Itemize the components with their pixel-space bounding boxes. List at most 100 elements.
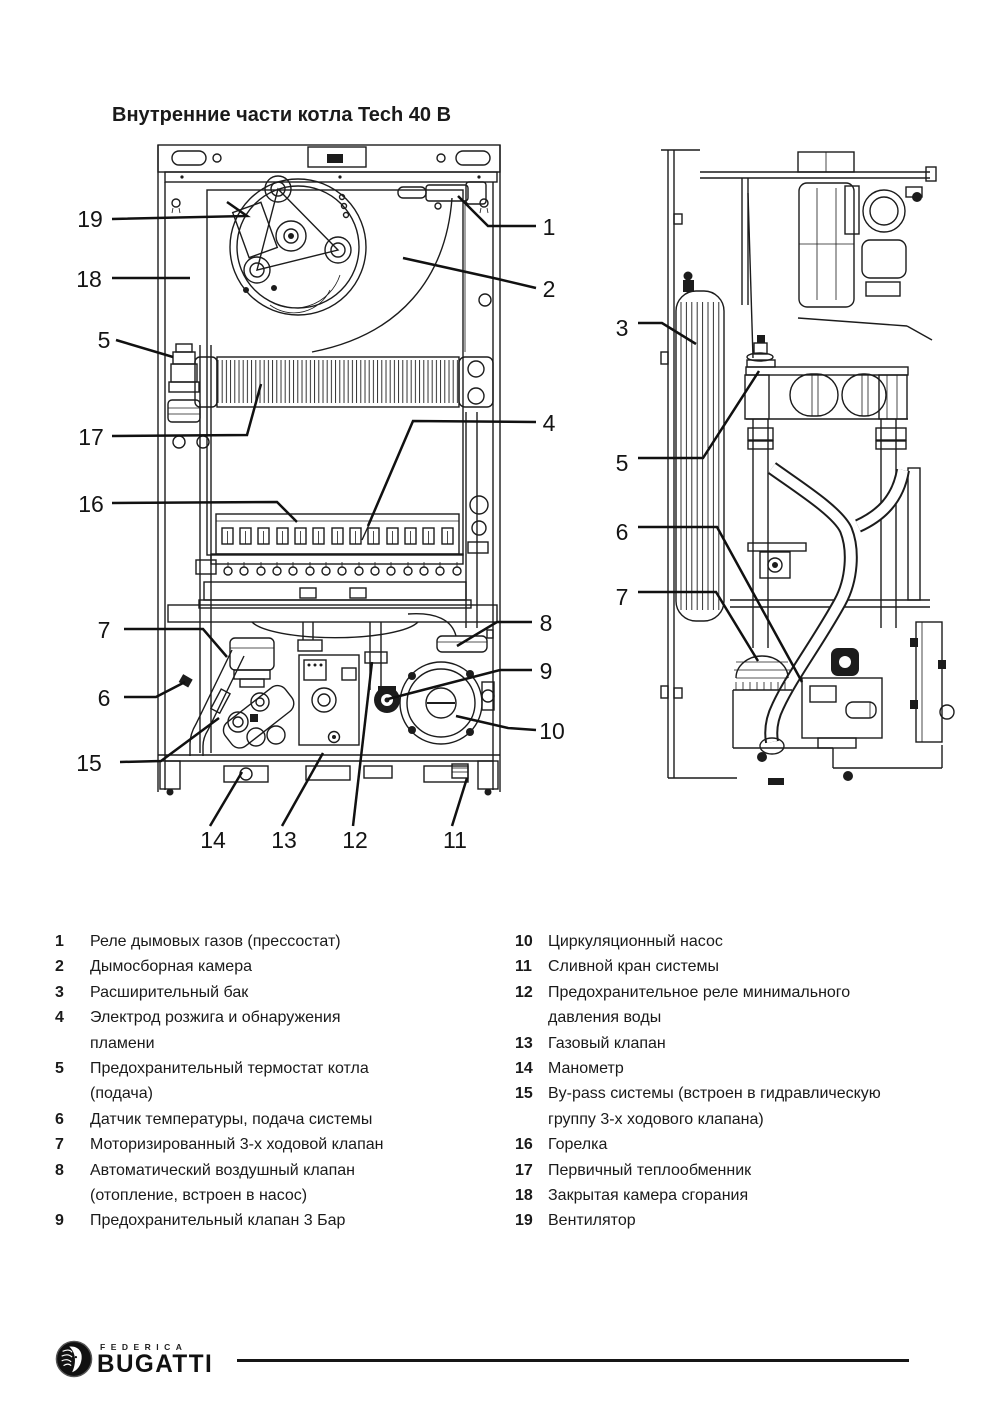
legend-item: 7 Моторизированный 3-х ходовой клапан [55,1132,395,1157]
legend-item-text: Предохранительное реле минимального давл… [548,983,851,1027]
expansion-tank [675,271,725,622]
legend-item-number: 7 [55,1136,64,1154]
legend-item-number: 18 [515,1187,533,1205]
legend-item-text: Циркуляционный насос [548,933,723,950]
legend-item: 2 Дымосборная камера [55,954,395,979]
combustion-chamber [206,189,466,556]
legend-item-number: 10 [515,933,533,950]
legend-item-number: 14 [515,1060,533,1078]
page-title: Внутренние части котла Tech 40 B [112,104,452,126]
legend-item-number: 5 [55,1060,64,1078]
legend-item: 10 Циркуляционный насос [515,929,915,954]
callout-label-6-side: 6 [616,519,629,545]
legend-item-number: 4 [55,1009,64,1027]
front-callout-labels: 19 18 5 17 16 7 6 15 1 2 4 8 9 10 14 13 … [76,206,565,853]
callout-label-16: 16 [78,491,104,517]
legend-item: 12 Предохранительное реле минимального да… [515,980,915,1031]
callout-label-9: 9 [540,658,553,684]
legend-item-text: Моторизированный 3-х ходовой клапан [90,1136,384,1154]
legend-item-number: 8 [55,1161,64,1179]
return-pipe [465,293,492,628]
callout-label-5-front: 5 [98,327,111,353]
legend-item-number: 2 [55,958,64,976]
callout-label-10: 10 [539,718,565,744]
chamber-bottom-panel [167,604,498,639]
callout-label-7-side: 7 [616,584,629,610]
callout-label-7-front: 7 [98,617,111,643]
side-leader-lines [638,321,804,683]
legend-item-number: 17 [515,1161,533,1179]
legend-item-number: 19 [515,1212,533,1230]
callout-label-18: 18 [76,266,102,292]
legend-item-number: 1 [55,933,64,950]
callout-label-11: 11 [443,827,467,853]
legend-item: 13 Газовый клапан [515,1031,915,1056]
callout-label-5-side: 5 [616,450,629,476]
callout-label-15: 15 [76,750,102,776]
brand-name: BUGATTI [97,1350,214,1378]
legend-item-number: 15 [515,1085,533,1103]
callout-label-4: 4 [543,410,556,436]
legend-item-number: 16 [515,1136,533,1154]
fan-assembly [229,175,367,316]
top-frame [700,151,937,359]
legend-item-text: Дымосборная камера [90,958,252,976]
legend-item-text: Манометр [548,1060,624,1078]
legend-item: 5 Предохранительный термостат котла (пода… [55,1056,395,1107]
callout-label-6-front: 6 [98,685,111,711]
callout-label-17: 17 [78,424,104,450]
safety-thermostat-and-flow-pipe [167,343,217,753]
hydraulic-assembly [158,613,500,796]
callout-label-8: 8 [540,610,553,636]
brand-name-top: FEDERICA [100,1342,188,1352]
legend-item-text: Расширительный бак [90,983,249,1001]
legend-item-text: Датчик температуры, подача системы [90,1110,373,1128]
bottom-hydraulics-side [732,621,955,785]
legend-item-text: Газовый клапан [548,1034,666,1052]
burner [198,513,472,609]
legend-item: 8 Автоматический воздушный клапан (отопле… [55,1158,395,1209]
legend-item-text: Закрытая камера сгорания [548,1187,749,1205]
legend-item-text: Автоматический воздушный клапан (отоплен… [90,1161,355,1205]
legend-item: 15 By-pass системы (встроен в гидравличес… [515,1081,915,1132]
fan-motor-side [844,185,923,297]
legend-item-number: 12 [515,983,533,1001]
callout-label-13: 13 [271,827,297,853]
legend-item-text: Предохранительный термостат котла (подач… [90,1060,369,1103]
legend-item-number: 6 [55,1110,64,1128]
legend-column-left: 1 Реле дымовых газов (прессостат) 2 Дымосб… [55,929,395,1234]
legend-item: 19 Вентилятор [515,1208,915,1233]
safety-thermostat-side [746,335,776,368]
boiler-front-view-diagram: 19 18 5 17 16 7 6 15 1 2 4 8 9 10 14 13 … [76,144,565,853]
bugatti-logo-icon [55,1340,93,1378]
legend-item: 6 Датчик температуры, подача системы [55,1107,395,1132]
callout-label-12: 12 [342,827,368,853]
legend-item-text: Предохранительный клапан 3 Бар [90,1212,346,1230]
back-panel [660,149,737,779]
primary-heat-exchanger [194,356,494,408]
footer-divider [237,1359,909,1362]
front-leader-lines [111,195,537,827]
legend-item-number: 13 [515,1034,533,1052]
boiler-case [157,144,501,792]
temperature-sensor-bracket [747,542,807,579]
diagonal-pipe [759,462,910,755]
callout-label-14: 14 [200,827,226,853]
legend-item-text: Вентилятор [548,1212,636,1230]
legend-item-text: Реле дымовых газов (прессостат) [90,933,341,950]
legend-item-number: 11 [515,958,532,976]
legend-item-number: 3 [55,983,64,1001]
callout-label-2: 2 [543,276,556,302]
air-pressure-switch [397,181,487,210]
legend-item-text: By-pass системы (встроен в гидравлическу… [548,1085,881,1128]
boiler-side-view-diagram: 3 5 6 7 [616,149,955,785]
legend-item: 18 Закрытая камера сгорания [515,1183,915,1208]
callout-label-1: 1 [543,214,556,240]
heat-exchanger-manifold [744,366,909,420]
